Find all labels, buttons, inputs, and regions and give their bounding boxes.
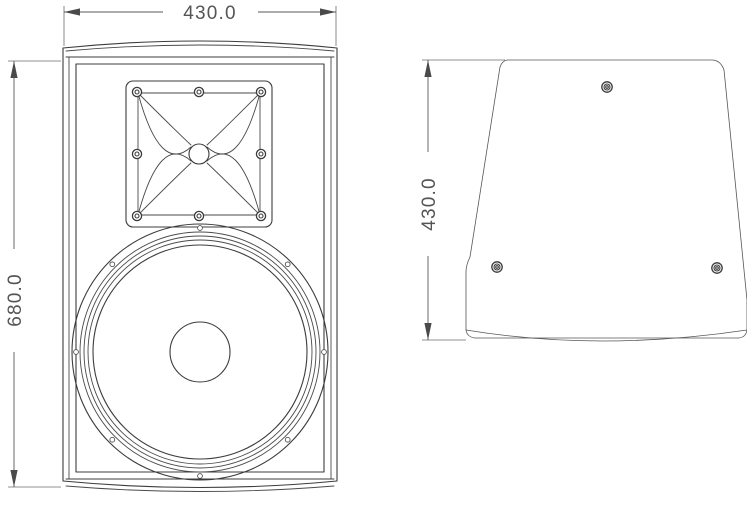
side-view-fittings — [491, 81, 723, 274]
screw-icon — [131, 86, 143, 98]
dim-arrow-top — [424, 60, 432, 77]
horn-flare-bottom-left — [137, 162, 192, 216]
woofer-surround-outer — [83, 235, 317, 469]
woofer-mounting-holes — [73, 225, 327, 479]
dimension-height-680: 680.0 — [5, 60, 61, 488]
dim-arrow-bottom — [10, 470, 18, 487]
side-bottom-curve — [465, 329, 747, 342]
cabinet-top-cap-upper — [62, 40, 338, 49]
horn-flare-top-left — [137, 92, 192, 146]
cabinet-bottom-cap-mid — [65, 485, 335, 492]
screw-icon — [131, 148, 143, 160]
horn-wall-curve-right-lower — [206, 153, 261, 216]
side-view — [465, 59, 747, 342]
woofer-frame-inner-ring — [79, 231, 321, 473]
dim-arrow-bottom — [424, 323, 432, 340]
horn-throat-circle — [188, 143, 210, 165]
screw-icon — [193, 210, 205, 222]
woofer-dustcap — [169, 321, 231, 383]
dim-label-width: 430.0 — [183, 3, 237, 24]
cabinet-bottom-cap-lower — [62, 480, 338, 489]
mount-hole — [321, 349, 327, 355]
mount-hole — [197, 473, 203, 479]
horn-flare-bottom-right — [206, 162, 261, 216]
mount-hole — [109, 261, 116, 268]
lf-woofer — [71, 223, 329, 481]
horn-wall-curve-left-upper — [137, 92, 192, 155]
mount-hole — [197, 225, 203, 231]
mount-hole — [284, 436, 291, 443]
dimension-depth-430: 430.0 — [419, 59, 505, 341]
front-view — [62, 40, 338, 492]
dim-arrow-left — [64, 8, 80, 16]
woofer-surround-inner — [87, 239, 313, 465]
horn-flange-screws — [131, 86, 267, 222]
mount-hole — [109, 436, 116, 443]
screw-icon — [193, 86, 205, 98]
dim-label-depth: 430.0 — [419, 177, 440, 231]
dim-arrow-top — [10, 61, 18, 78]
dimension-width-430: 430.0 — [63, 3, 337, 46]
hf-horn-assembly — [125, 80, 273, 228]
mount-hole — [284, 261, 291, 268]
screw-icon — [255, 210, 267, 222]
screw-icon — [255, 86, 267, 98]
side-profile-outline — [465, 59, 747, 339]
screw-icon — [255, 148, 267, 160]
handle-screw-bottom-left-icon — [491, 261, 503, 273]
horn-wall-curve-right-upper — [206, 92, 261, 155]
cabinet-top-cap-mid — [65, 44, 335, 52]
dim-arrow-right — [320, 8, 336, 16]
handle-screw-bottom-right-icon — [711, 262, 723, 274]
woofer-cone-edge — [92, 244, 308, 460]
dim-label-height: 680.0 — [5, 273, 26, 327]
horn-flare-top-right — [206, 92, 261, 146]
handle-screw-top-icon — [601, 81, 613, 93]
woofer-frame-outer-ring — [71, 223, 329, 481]
screw-icon — [131, 210, 143, 222]
horn-wall-curve-left-lower — [137, 153, 192, 216]
mount-hole — [73, 349, 79, 355]
